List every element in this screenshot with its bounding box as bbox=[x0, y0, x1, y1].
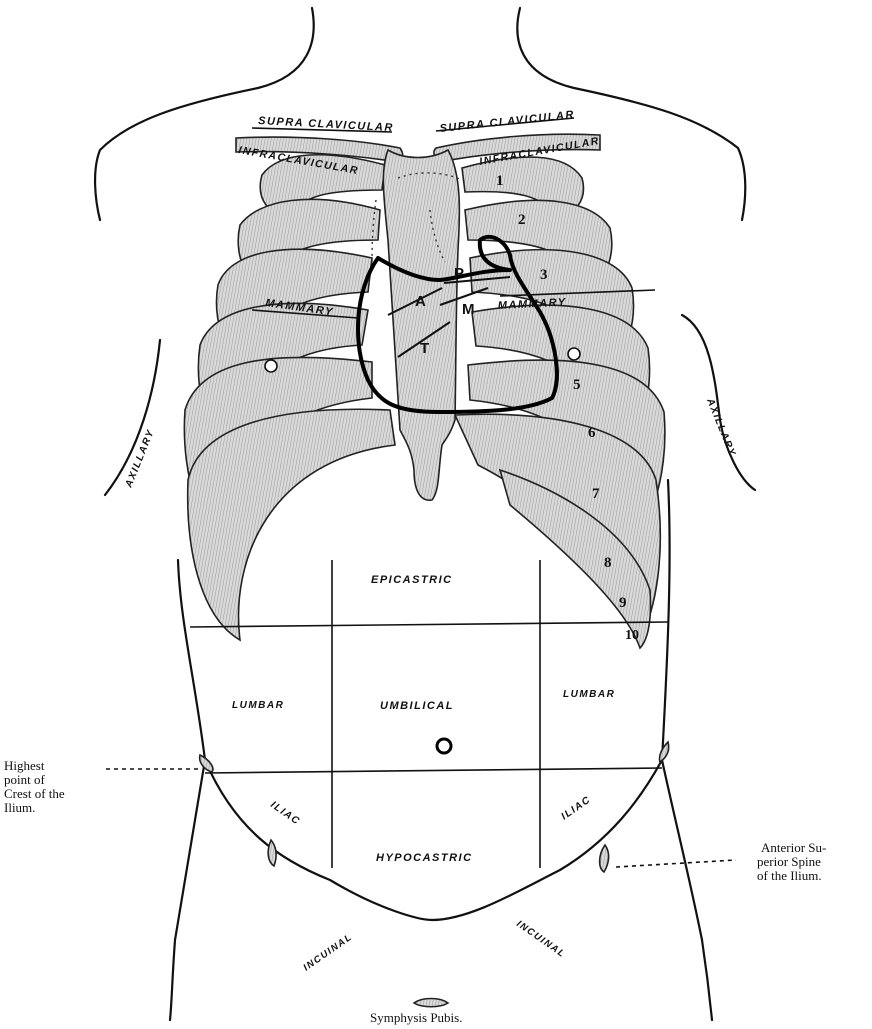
label-lumbar-left: LUMBAR bbox=[232, 700, 284, 711]
valve-label-aortic: A bbox=[415, 293, 427, 310]
rib-number-8: 8 bbox=[604, 555, 612, 571]
label-umbilical: UMBILICAL bbox=[380, 700, 454, 712]
rib-number-5: 5 bbox=[573, 377, 581, 393]
nipple-right bbox=[568, 348, 580, 360]
groin-curve bbox=[205, 760, 662, 920]
iliac-spine-annotation: Anterior Su- perior Spine of the Ilium. bbox=[757, 840, 826, 883]
annotation-line: of the Ilium. bbox=[757, 868, 822, 883]
annotation-line: Anterior Su- bbox=[761, 840, 826, 855]
valve-label-pulmonary: P bbox=[454, 265, 466, 282]
label-inguinal-left: INCUINAL bbox=[301, 932, 354, 974]
horizontal-line-subcostal bbox=[190, 622, 668, 627]
rib-number-7: 7 bbox=[592, 486, 600, 502]
rib-number-6: 6 bbox=[588, 425, 596, 441]
annotation-line: point of bbox=[4, 772, 45, 787]
iliac-crest-right-marker bbox=[659, 742, 668, 762]
valve-label-tricuspid: T bbox=[420, 340, 431, 357]
nipple-left bbox=[265, 360, 277, 372]
label-hypogastric: HYPOCASTRIC bbox=[376, 852, 473, 864]
label-inguinal-right: INCUINAL bbox=[514, 918, 567, 960]
rib-number-1: 1 bbox=[496, 173, 504, 189]
rib-number-9: 9 bbox=[619, 595, 627, 611]
label-supra-clavicular-left: SUPRA CLAVICULAR bbox=[258, 115, 394, 134]
horizontal-line-intertubercular bbox=[205, 768, 662, 773]
annotation-line: Ilium. bbox=[4, 800, 35, 815]
symphysis-marker bbox=[414, 999, 448, 1007]
flank-left-line bbox=[170, 560, 205, 1020]
rib-number-3: 3 bbox=[540, 267, 548, 283]
annotation-line: perior Spine bbox=[757, 854, 821, 869]
label-lumbar-right: LUMBAR bbox=[563, 689, 615, 700]
axilla-right-line bbox=[682, 315, 755, 490]
sternum bbox=[383, 150, 459, 500]
symphysis-caption: Symphysis Pubis. bbox=[370, 1010, 462, 1025]
label-supra-clavicular-right: SUPRA CLAVICULAR bbox=[439, 109, 575, 135]
label-epigastric: EPICASTRIC bbox=[371, 574, 453, 586]
valve-label-mitral: M bbox=[462, 301, 476, 318]
iliac-spine-right-marker bbox=[600, 845, 609, 872]
annotation-line: Crest of the bbox=[4, 786, 65, 801]
rib-left-6 bbox=[188, 409, 395, 640]
flank-right-line bbox=[662, 480, 712, 1020]
leader-iliac-spine bbox=[616, 860, 736, 867]
label-iliac-right: ILIAC bbox=[559, 794, 593, 822]
umbilicus bbox=[437, 739, 451, 753]
rib-number-10: 10 bbox=[625, 628, 639, 643]
label-axillary-right: AXILLARY bbox=[704, 396, 738, 458]
label-iliac-left: ILIAC bbox=[268, 799, 302, 827]
iliac-crest-left-marker bbox=[200, 755, 213, 772]
iliac-spine-left-marker bbox=[268, 840, 276, 866]
rib-number-2: 2 bbox=[518, 212, 526, 228]
iliac-crest-annotation: Highest point of Crest of the Ilium. bbox=[4, 758, 65, 815]
annotation-line: Highest bbox=[4, 758, 45, 773]
